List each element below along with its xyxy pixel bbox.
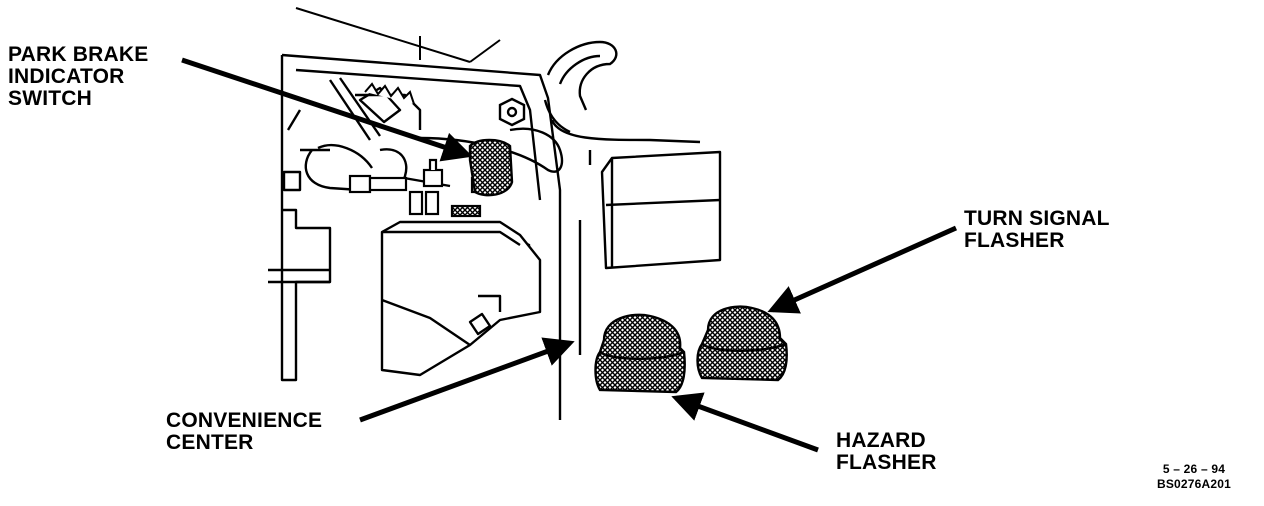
park-brake-switch	[468, 138, 514, 197]
figure-date: 5 – 26 – 94	[1162, 462, 1226, 476]
figure-code: BS0276A201	[1156, 477, 1232, 491]
fuse-panel-cover	[558, 150, 722, 420]
upper-harness-loop	[543, 40, 701, 144]
leader-arrows	[181, 57, 958, 453]
ratchet-teeth	[364, 82, 415, 105]
park-brake-switch-label: PARK BRAKE INDICATOR SWITCH	[8, 43, 149, 110]
connectors	[348, 158, 492, 218]
dash-outline	[295, 7, 501, 63]
hazard-flasher-label: HAZARD FLASHER	[836, 429, 937, 474]
turn-signal-arrow	[767, 225, 958, 314]
convenience-center-label: CONVENIENCE CENTER	[166, 409, 323, 454]
hazard-arrow	[671, 392, 819, 453]
hazard-flasher	[594, 313, 686, 394]
figure-reference: 5 – 26 – 94 BS0276A201	[1132, 462, 1256, 492]
convenience-center-box	[380, 220, 542, 377]
turn-signal-flasher-label: TURN SIGNAL FLASHER	[964, 207, 1110, 252]
park-brake-arrow	[181, 57, 473, 162]
turn-signal-flasher	[696, 305, 788, 382]
convenience-arrow	[359, 337, 575, 423]
